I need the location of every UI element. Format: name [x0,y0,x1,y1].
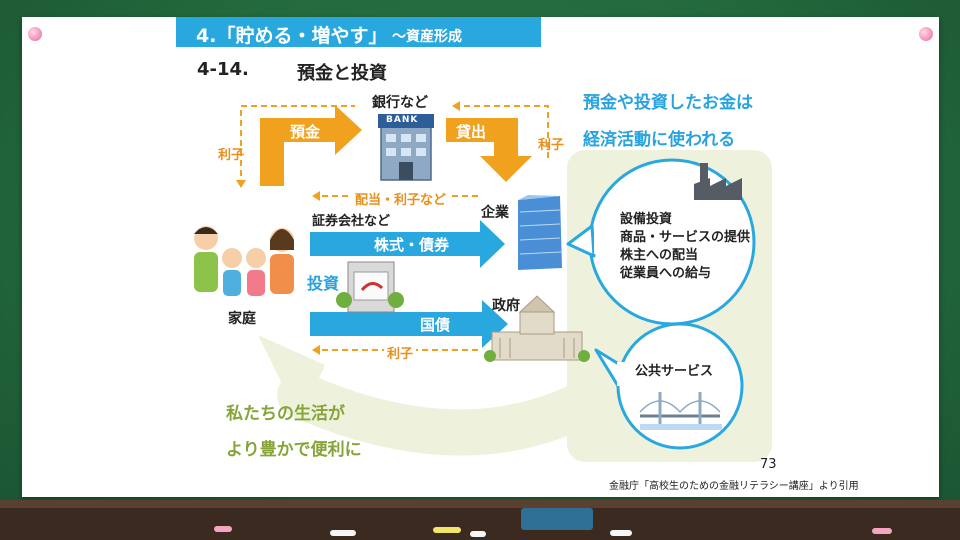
interest-dashed-line-left [240,105,355,186]
dividend-interest-label: 配当・利子など [352,189,450,208]
chalk-white-icon [470,531,486,537]
section-header-bar [176,17,541,47]
bank-label: 銀行など [372,95,428,111]
money-use-line1: 預金や投資したお金は [583,93,753,113]
bridge-icon [639,392,722,430]
chalk-white-icon [330,530,356,536]
curved-return-arrow [277,372,623,456]
interest-dashed-arrowhead-left [236,180,246,188]
public-service-label: 公共サービス [635,364,714,379]
stocks-bonds-arrow [310,220,505,268]
chalk-yellow-icon [433,527,461,533]
heading-number: 4-14. [197,59,249,80]
securities-building-icon [336,261,404,313]
better-life-line1: 私たちの生活が [226,404,345,424]
page-heading: 預金と投資 [297,63,387,84]
chalk-pink-icon [214,526,232,532]
government-building-icon [484,295,590,362]
deposit-arrow [260,105,362,186]
better-life-line2: より豊かで便利に [226,440,362,460]
government-label: 政府 [492,298,520,314]
company-use-item: 株主への配当 [620,248,699,263]
company-building-icon [518,195,562,270]
citation: 金融庁「高校生のための金融リテラシー講座」より引用 [609,481,859,492]
pushpin-left-icon [28,27,42,41]
section-subtitle: 〜資産形成 [392,29,462,45]
interest-dashed-line-right [458,105,549,158]
bank-sign: BANK [386,115,419,125]
interest-label-left: 利子 [218,148,245,163]
dividend-dashed-arrowhead [312,191,320,201]
company-use-item: 設備投資 [620,212,673,227]
loan-arrow-label: 貸出 [456,123,487,141]
chalk-ledge-rim [0,500,960,508]
section-title: 4.「貯める・増やす」 [196,25,388,47]
loan-arrow [446,118,532,182]
company-label: 企業 [481,205,509,221]
chalk-white-icon [610,530,632,536]
pushpin-right-icon [919,27,933,41]
curved-return-arrowhead [258,335,325,420]
chalk-pink-icon [872,528,892,534]
interest-label-bottom: 利子 [384,343,417,362]
bank-building-icon [378,114,434,181]
family-illustration-icon [194,226,294,296]
interest-dashed-arrowhead-bottom [312,345,320,355]
company-uses-list: 設備投資 商品・サービスの提供 株主への配当 従業員への給与 [620,211,750,283]
factory-icon [694,163,742,200]
company-use-item: 商品・サービスの提供 [620,230,751,245]
company-use-item: 従業員への給与 [620,266,712,281]
eraser-icon [521,508,593,530]
interest-label-right: 利子 [538,138,565,153]
government-bonds-arrow-label: 国債 [420,316,451,334]
interest-dashed-arrowhead-right [452,101,460,111]
investment-label: 投資 [307,274,340,293]
securities-label: 証券会社など [312,214,391,229]
government-bonds-arrow [310,300,508,348]
stocks-bonds-arrow-label: 株式・債券 [374,236,450,254]
money-use-line2: 経済活動に使われる [583,130,736,150]
deposit-arrow-label: 預金 [290,123,321,141]
page-number: 73 [760,457,777,472]
company-uses-bubble-tail [566,224,596,258]
household-label: 家庭 [228,311,256,327]
